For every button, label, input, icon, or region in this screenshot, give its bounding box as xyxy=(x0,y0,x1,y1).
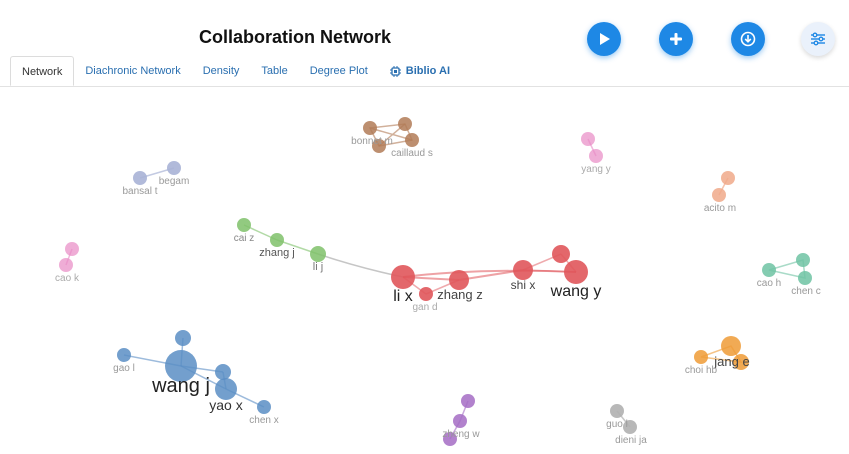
network-node[interactable] xyxy=(721,171,735,185)
network-node[interactable] xyxy=(59,258,73,272)
network-node[interactable] xyxy=(398,117,412,131)
network-node[interactable] xyxy=(443,432,457,446)
node-label: guo l xyxy=(606,419,628,430)
node-label: cao h xyxy=(757,278,781,289)
tab-degree-plot[interactable]: Degree Plot xyxy=(299,56,379,86)
network-node[interactable] xyxy=(237,218,251,232)
node-label: caillaud s xyxy=(391,148,433,159)
download-button[interactable] xyxy=(731,22,765,56)
node-label: wang j xyxy=(151,375,210,397)
tab-label: Biblio AI xyxy=(405,65,450,77)
network-node[interactable] xyxy=(564,260,588,284)
sliders-icon xyxy=(811,32,825,46)
tab-biblio-ai[interactable]: Biblio AI xyxy=(379,56,461,86)
network-node[interactable] xyxy=(215,378,237,400)
collaboration-network-canvas[interactable]: li x gan d zhang z shi x wang y cai z zh… xyxy=(0,88,849,454)
node-label: cai z xyxy=(234,233,255,244)
network-node[interactable] xyxy=(796,253,810,267)
node-label: bonnet m xyxy=(351,136,393,147)
network-edge xyxy=(458,269,524,281)
network-node[interactable] xyxy=(165,350,197,382)
node-label: chen c xyxy=(791,286,820,297)
network-node[interactable] xyxy=(167,161,181,175)
settings-button[interactable] xyxy=(801,22,835,56)
node-label: shi x xyxy=(511,278,536,292)
network-node[interactable] xyxy=(419,287,433,301)
network-node[interactable] xyxy=(215,364,231,380)
chip-icon xyxy=(389,65,401,77)
network-node[interactable] xyxy=(552,245,570,263)
network-node[interactable] xyxy=(257,400,271,414)
network-node[interactable] xyxy=(581,132,595,146)
node-label: jang e xyxy=(713,354,749,369)
node-label: li j xyxy=(313,261,323,273)
network-node[interactable] xyxy=(175,330,191,346)
node-label: zheng w xyxy=(442,429,480,440)
network-node[interactable] xyxy=(513,260,533,280)
node-label: li x xyxy=(393,288,413,305)
network-labels: li x gan d zhang z shi x wang y cai z zh… xyxy=(55,136,821,446)
tab-network[interactable]: Network xyxy=(10,56,75,86)
network-node[interactable] xyxy=(133,171,147,185)
network-node[interactable] xyxy=(712,188,726,202)
node-label: gao l xyxy=(113,363,135,374)
tab-label: Table xyxy=(261,65,288,77)
tab-label: Degree Plot xyxy=(309,65,368,77)
network-node[interactable] xyxy=(798,271,812,285)
network-node[interactable] xyxy=(117,348,131,362)
node-label: zhang j xyxy=(259,247,294,259)
node-label: yang y xyxy=(581,164,610,175)
node-label: begam xyxy=(159,176,190,187)
network-node[interactable] xyxy=(623,420,637,434)
page-title: Collaboration Network xyxy=(198,27,391,47)
network-node[interactable] xyxy=(405,133,419,147)
network-node[interactable] xyxy=(270,233,284,247)
network-nodes[interactable] xyxy=(59,117,812,446)
node-label: bansal t xyxy=(122,186,157,197)
node-label: zhang z xyxy=(437,287,483,302)
network-node[interactable] xyxy=(363,121,377,135)
node-label: dieni ja xyxy=(615,435,647,446)
network-node[interactable] xyxy=(391,265,415,289)
node-label: cao k xyxy=(55,273,80,284)
tab-label: Network xyxy=(22,66,63,78)
tab-table[interactable]: Table xyxy=(250,56,298,86)
tab-bar: Network Diachronic Network Density Table… xyxy=(10,56,461,86)
network-node[interactable] xyxy=(589,149,603,163)
tab-diachronic-network[interactable]: Diachronic Network xyxy=(74,56,191,86)
node-label: gan d xyxy=(412,302,437,313)
play-icon xyxy=(600,33,610,45)
tab-density[interactable]: Density xyxy=(192,56,251,86)
network-edge xyxy=(768,259,806,279)
network-edge xyxy=(317,253,404,278)
play-button[interactable] xyxy=(587,22,621,56)
network-node[interactable] xyxy=(762,263,776,277)
add-button[interactable] xyxy=(659,22,693,56)
network-node[interactable] xyxy=(461,394,475,408)
download-icon xyxy=(740,31,756,47)
network-node[interactable] xyxy=(721,336,741,356)
network-node[interactable] xyxy=(453,414,467,428)
node-label: wang y xyxy=(550,283,602,300)
node-label: yao x xyxy=(209,397,242,413)
tab-label: Density xyxy=(202,65,240,77)
node-label: acito m xyxy=(704,203,736,214)
node-label: choi hb xyxy=(685,365,718,376)
plus-icon xyxy=(670,33,682,45)
network-node[interactable] xyxy=(449,270,469,290)
network-node[interactable] xyxy=(310,246,326,262)
network-node[interactable] xyxy=(694,350,708,364)
network-node[interactable] xyxy=(733,354,749,370)
tab-divider xyxy=(0,86,849,87)
network-node[interactable] xyxy=(65,242,79,256)
network-node[interactable] xyxy=(372,139,386,153)
node-label: chen x xyxy=(249,415,278,426)
tab-label: Diachronic Network xyxy=(85,65,181,77)
network-node[interactable] xyxy=(610,404,624,418)
header: Collaboration Network Network Diachroni xyxy=(0,0,849,88)
